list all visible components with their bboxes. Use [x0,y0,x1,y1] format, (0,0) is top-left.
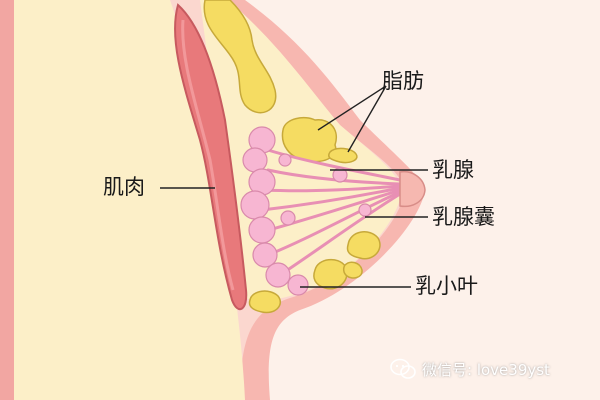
duct-line [263,184,402,193]
fat-lobe-top [203,0,277,114]
duct-line [260,188,402,234]
label-muscle: 肌肉 [103,175,145,199]
wechat-eye [395,364,399,368]
label-duct-sac: 乳腺囊 [432,205,495,229]
duct-line [278,192,402,277]
lobule-cluster [242,147,268,173]
fat-lobe-small [328,147,358,164]
lobule-cluster [240,190,270,220]
lobule-cluster [265,262,291,288]
wechat-icon [390,358,416,379]
lobule-cluster [358,203,372,217]
lobule-cluster [280,210,296,226]
watermark: 微信号: love39yst [390,358,550,380]
lobule-cluster [252,242,278,268]
lobule-cluster [248,216,276,244]
duct-line [266,148,402,182]
lobule-cluster [287,274,309,296]
fat-lobe-bottom [248,290,282,314]
lobule-cluster [278,153,292,167]
wechat-bubble-small [400,365,416,379]
fat-lobe-lower-right [346,231,381,260]
lobules [240,126,372,296]
muscle-highlight [181,19,235,291]
watermark-text: 微信号: love39yst [422,360,550,379]
milk-ducts [260,148,402,277]
label-fat: 脂肪 [382,69,424,93]
duct-line [266,168,402,186]
label-gland: 乳腺 [432,158,474,182]
left-edge-strip [0,0,14,400]
duct-line [260,186,402,212]
nipple [399,170,426,208]
label-lobule: 乳小叶 [415,274,478,298]
fat-deposits [203,0,381,314]
wechat-eye [401,364,405,368]
fat-lobe-lower-mid [313,258,348,290]
leader-fat-a [317,85,387,131]
lobule-cluster [332,167,348,183]
fat-lobe-lower-small [342,261,363,279]
duct-line [266,190,402,257]
wechat-bubble-large [390,358,410,376]
leader-fat-b [347,85,387,153]
leader-lines [160,85,428,288]
